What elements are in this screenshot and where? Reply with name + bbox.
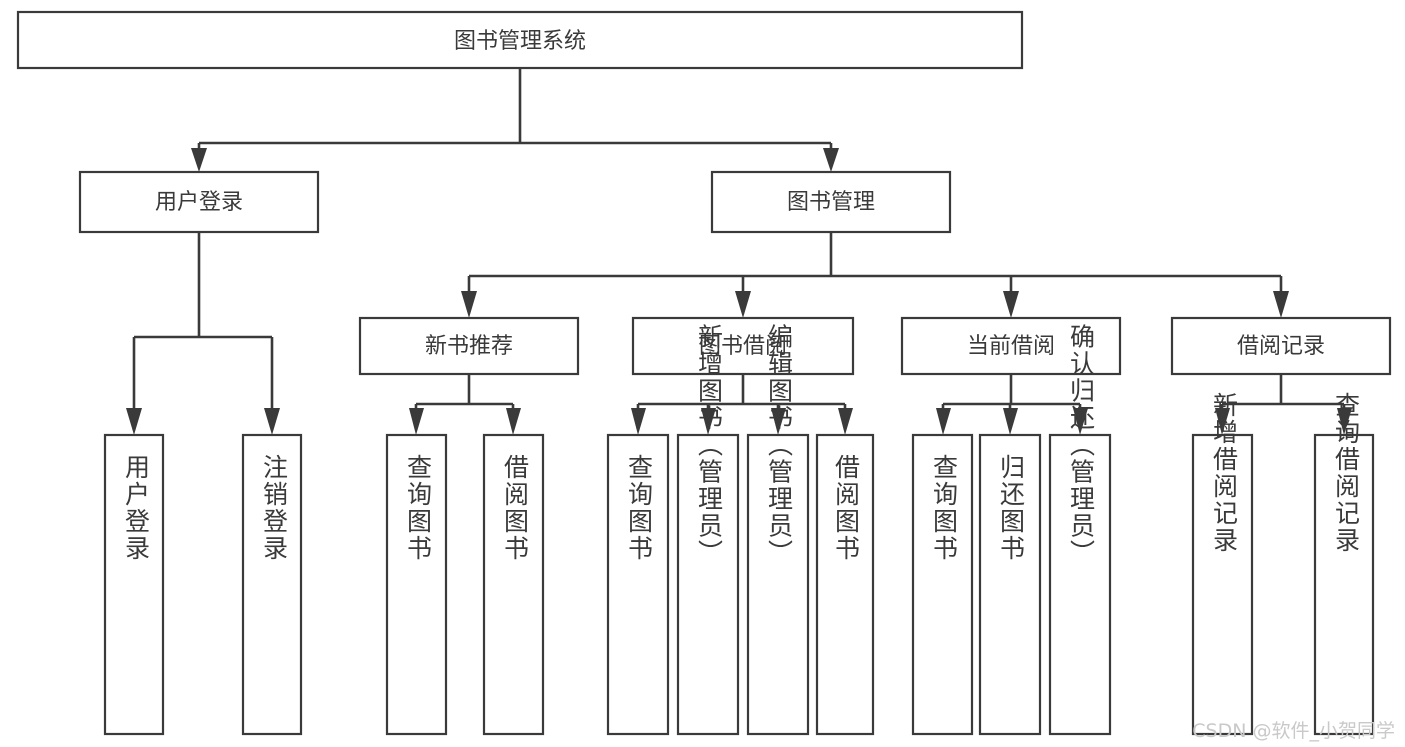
- leaf-label: 借阅图书: [832, 454, 861, 562]
- leaf-label: 查询图书: [404, 454, 433, 562]
- leaf-box[interactable]: [385, 433, 448, 736]
- leaf-box[interactable]: [815, 433, 875, 736]
- node-root[interactable]: 图书管理系统: [16, 10, 1024, 70]
- leaf-box[interactable]: [1313, 433, 1375, 736]
- leaf-label: 查询图书: [930, 454, 959, 562]
- new-book-recommend-box[interactable]: [358, 316, 580, 376]
- arrowhead-current-leaf-1: [936, 408, 951, 435]
- book-management-label: 图书管理: [787, 190, 875, 215]
- borrow-record-label: 借阅记录: [1237, 334, 1325, 359]
- leaf-box[interactable]: [676, 433, 740, 736]
- leaf-box[interactable]: [746, 433, 810, 736]
- current-borrow-label: 当前借阅: [967, 334, 1055, 359]
- leaf-edit-book-admin[interactable]: 编辑图书（管理员）: [746, 324, 810, 736]
- leaf-box[interactable]: [103, 433, 165, 736]
- current-borrow-box[interactable]: [900, 316, 1122, 376]
- leaf-label: 新增借阅记录: [1210, 392, 1239, 554]
- leaf-label: 注销登录: [260, 454, 289, 562]
- leaf-label: 新增图书（管理员）: [695, 324, 724, 567]
- leaf-box[interactable]: [1048, 433, 1112, 736]
- leaf-box[interactable]: [978, 433, 1042, 736]
- user-login-label: 用户登录: [155, 190, 243, 215]
- node-user-login[interactable]: 用户登录: [78, 170, 320, 234]
- node-current-borrow[interactable]: 当前借阅: [900, 316, 1122, 376]
- leaf-add-book-admin[interactable]: 新增图书（管理员）: [676, 324, 740, 736]
- leaf-box[interactable]: [911, 433, 974, 736]
- borrow-record-box[interactable]: [1170, 316, 1392, 376]
- arrowhead-borrow-record: [1273, 291, 1289, 318]
- arrowhead-new-book-rec: [461, 291, 477, 318]
- book-borrow-label: 图书借阅: [699, 334, 787, 359]
- leaf-query-book-current[interactable]: 查询图书: [911, 433, 974, 736]
- leaf-user-login[interactable]: 用户登录: [103, 433, 165, 736]
- arrowhead-book-borrow: [735, 291, 751, 318]
- root-box[interactable]: [16, 10, 1024, 70]
- user-login-box[interactable]: [78, 170, 320, 234]
- leaf-borrow-book[interactable]: 借阅图书: [815, 433, 875, 736]
- leaf-label: 归还图书: [997, 454, 1026, 562]
- leaf-return-book[interactable]: 归还图书: [978, 433, 1042, 736]
- leaf-query-book-newbook[interactable]: 查询图书: [385, 433, 448, 736]
- leaf-query-borrow-record[interactable]: 查询借阅记录: [1313, 392, 1375, 736]
- arrowhead-leaf-logout: [264, 408, 280, 435]
- arrowhead-current-leaf-2: [1003, 408, 1018, 435]
- leaf-query-book-borrow[interactable]: 查询图书: [606, 433, 670, 736]
- leaf-logout[interactable]: 注销登录: [241, 433, 303, 736]
- leaf-label: 确认归还（管理员）: [1067, 324, 1096, 567]
- new-book-recommend-label: 新书推荐: [425, 334, 513, 359]
- leaf-label: 查询图书: [625, 454, 654, 562]
- arrowhead-borrow-leaf-4: [838, 408, 853, 435]
- leaf-label: 用户登录: [122, 454, 151, 562]
- arrowhead-book-mgmt: [823, 148, 839, 172]
- book-borrow-box[interactable]: [631, 316, 855, 376]
- leaf-add-borrow-record[interactable]: 新增借阅记录: [1191, 392, 1254, 736]
- arrowhead-borrow-leaf-2: [701, 408, 716, 435]
- node-borrow-record[interactable]: 借阅记录: [1170, 316, 1392, 376]
- arrowhead-record-leaf-1: [1215, 408, 1230, 435]
- arrowhead-record-leaf-2: [1337, 408, 1352, 435]
- leaf-label: 借阅图书: [501, 454, 530, 562]
- node-book-borrow[interactable]: 图书借阅: [631, 316, 855, 376]
- arrowhead-borrow-leaf-3: [771, 408, 786, 435]
- root-label: 图书管理系统: [454, 29, 586, 54]
- arrowhead-newbook-leaf-2: [506, 408, 521, 435]
- leaf-box[interactable]: [482, 433, 545, 736]
- edges-group: [126, 68, 1352, 435]
- arrowhead-leaf-user-login: [126, 408, 142, 435]
- leaf-borrow-book-newbook[interactable]: 借阅图书: [482, 433, 545, 736]
- arrowhead-user-login: [191, 148, 207, 172]
- arrowhead-newbook-leaf-1: [409, 408, 424, 435]
- arrowhead-borrow-leaf-1: [631, 408, 646, 435]
- arrowhead-current-borrow: [1003, 291, 1019, 318]
- leaf-confirm-return-admin[interactable]: 确认归还（管理员）: [1048, 324, 1112, 736]
- leaf-label: 查询借阅记录: [1332, 392, 1361, 554]
- book-management-box[interactable]: [710, 170, 952, 234]
- node-new-book-recommend[interactable]: 新书推荐: [358, 316, 580, 376]
- leaf-box[interactable]: [1191, 433, 1254, 736]
- node-book-management[interactable]: 图书管理: [710, 170, 952, 234]
- leaf-box[interactable]: [606, 433, 670, 736]
- leaf-box[interactable]: [241, 433, 303, 736]
- leaf-label: 编辑图书（管理员）: [765, 324, 794, 567]
- arrowhead-current-leaf-3: [1073, 408, 1088, 435]
